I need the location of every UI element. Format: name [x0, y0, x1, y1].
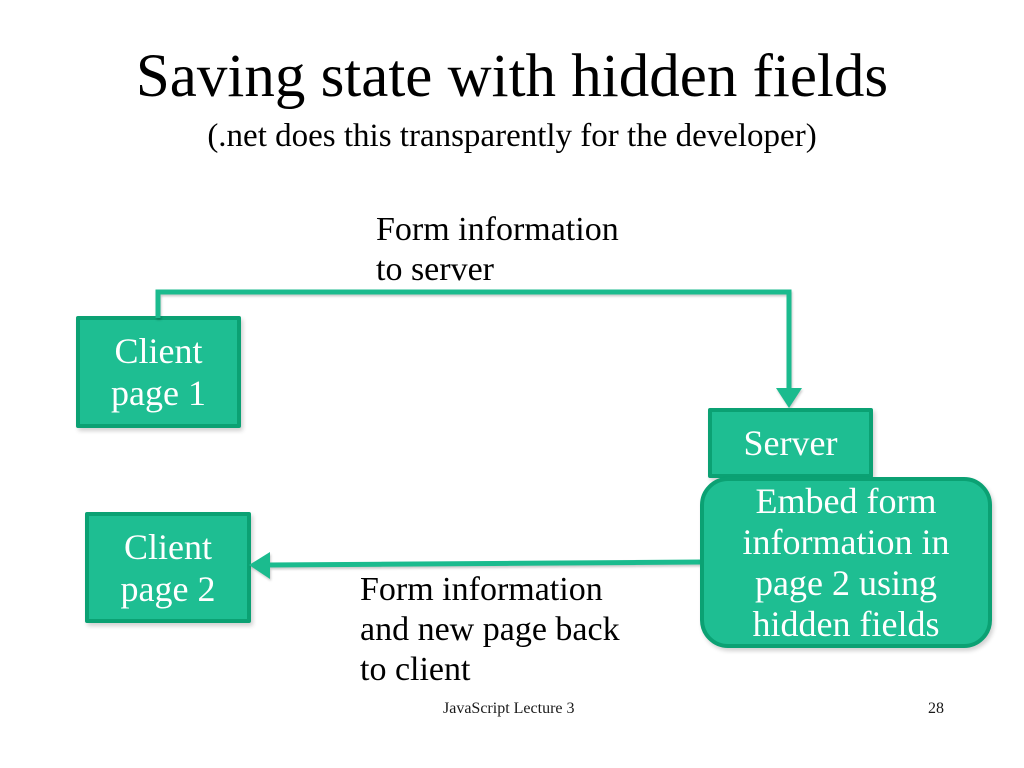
slide-subtitle: (.net does this transparently for the de…: [207, 118, 817, 154]
server-box: Server: [708, 408, 873, 478]
arrow-client1-to-server: [155, 289, 792, 390]
client-page2-box: Client page 2: [85, 512, 251, 623]
client-page1-box: Client page 1: [76, 316, 241, 428]
arrow-embed-to-client2: [267, 559, 703, 568]
label-form-info-to-server: Form information to server: [376, 211, 619, 288]
page-number: 28: [928, 700, 944, 717]
label-form-info-back-to-client: Form information and new page back to cl…: [360, 571, 620, 688]
arrowhead-down-icon: [776, 388, 802, 408]
slide-title: Saving state with hidden fields: [135, 43, 889, 110]
arrowhead-left-icon: [249, 552, 270, 579]
embed-hidden-fields-note-box: Embed form information in page 2 using h…: [700, 477, 992, 648]
footer-lecture-title: JavaScript Lecture 3: [443, 700, 575, 717]
